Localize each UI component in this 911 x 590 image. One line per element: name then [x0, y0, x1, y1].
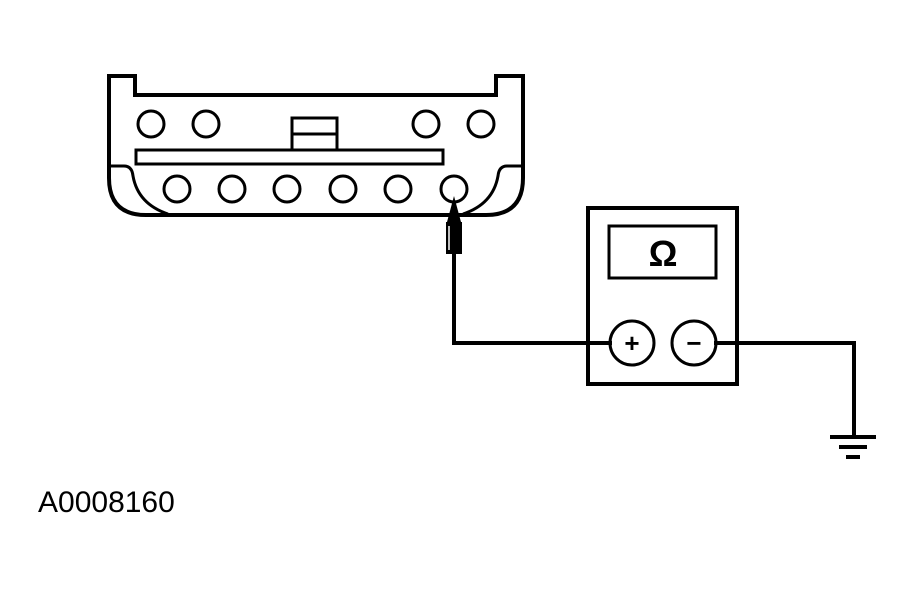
- probe-body: [446, 222, 462, 254]
- positive-terminal: [608, 319, 656, 367]
- negative-lead-wire: [714, 341, 856, 438]
- negative-terminal-label: −: [686, 328, 701, 358]
- lower-pin-3: [272, 174, 302, 204]
- ohm-symbol: Ω: [649, 233, 678, 274]
- multimeter: Ω + −: [586, 206, 739, 386]
- meter-display: [607, 224, 718, 280]
- positive-terminal-label: +: [624, 328, 639, 358]
- connector-housing: [107, 74, 525, 217]
- upper-pin-1: [136, 109, 166, 139]
- lower-pin-1: [162, 174, 192, 204]
- locking-tab: [290, 116, 339, 152]
- lower-pin-5: [383, 174, 413, 204]
- connector: [107, 74, 525, 217]
- connector-inner-cavity: [110, 164, 169, 216]
- connector-divider-bar: [134, 148, 445, 166]
- upper-pin-3: [411, 109, 441, 139]
- test-probe: [446, 196, 462, 254]
- upper-pin-4: [466, 109, 496, 139]
- connector-inner-cavity-right: [462, 164, 521, 216]
- figure-id: A0008160: [38, 486, 175, 519]
- meter-body: [586, 206, 739, 386]
- upper-pin-2: [191, 109, 221, 139]
- lower-pin-2: [217, 174, 247, 204]
- lower-pin-4: [328, 174, 358, 204]
- probe-tip: [447, 196, 461, 222]
- negative-terminal: [670, 319, 718, 367]
- positive-lead-wire: [452, 252, 612, 345]
- ground-icon: [830, 435, 876, 459]
